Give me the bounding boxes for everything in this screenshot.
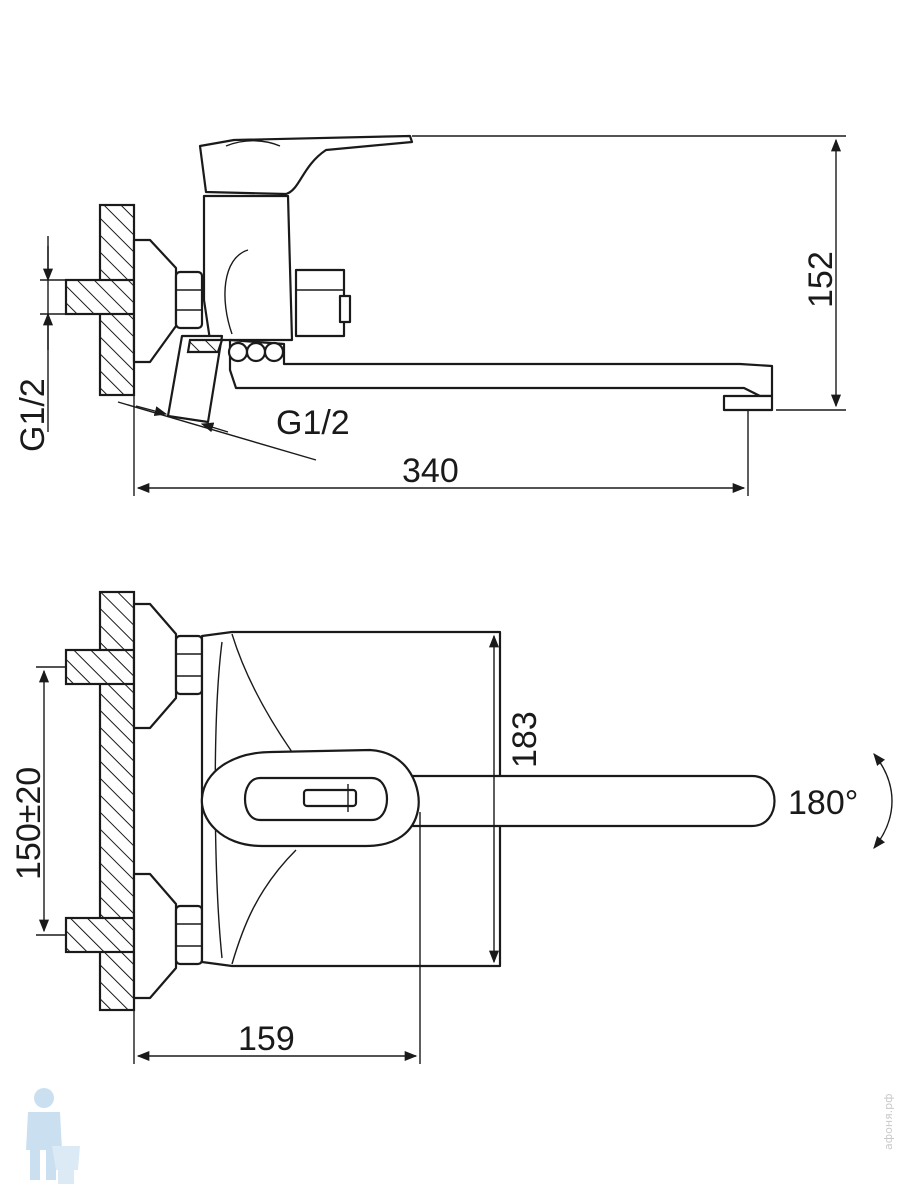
upper-flange	[132, 602, 178, 730]
upper-nut	[174, 634, 204, 696]
lower-flange	[132, 872, 178, 1000]
mixer-lever	[198, 134, 414, 196]
spout-front	[398, 774, 776, 828]
aerator	[722, 394, 774, 412]
rotation-arrow	[873, 753, 893, 849]
spout	[228, 338, 774, 398]
height-183-label: 183	[506, 711, 544, 768]
diverter-knob	[294, 268, 346, 338]
depth-159-label: 159	[238, 1020, 295, 1058]
rotation-180-label: 180°	[788, 784, 858, 822]
lower-inlet-section	[64, 916, 136, 954]
centers-150-label: 150±20	[10, 767, 48, 880]
flange-cone	[132, 238, 178, 364]
mixer-body	[202, 194, 294, 342]
upper-inlet-section	[64, 648, 136, 686]
side-view: G1/2 G1/2 152 340	[14, 134, 846, 496]
height-152-label: 152	[802, 251, 840, 308]
watermark-text: афоня.рф	[882, 1093, 895, 1150]
plumber-mascot-icon	[26, 1088, 80, 1184]
length-340-label: 340	[402, 452, 459, 490]
front-view: 150±20 183 180° 159	[10, 590, 893, 1064]
lower-nut	[174, 904, 204, 966]
eccentric-nut	[174, 270, 204, 330]
inlet-pipe-section	[64, 278, 136, 316]
thread-eccentric-label: G1/2	[276, 404, 350, 442]
thread-inlet-label: G1/2	[14, 378, 52, 452]
